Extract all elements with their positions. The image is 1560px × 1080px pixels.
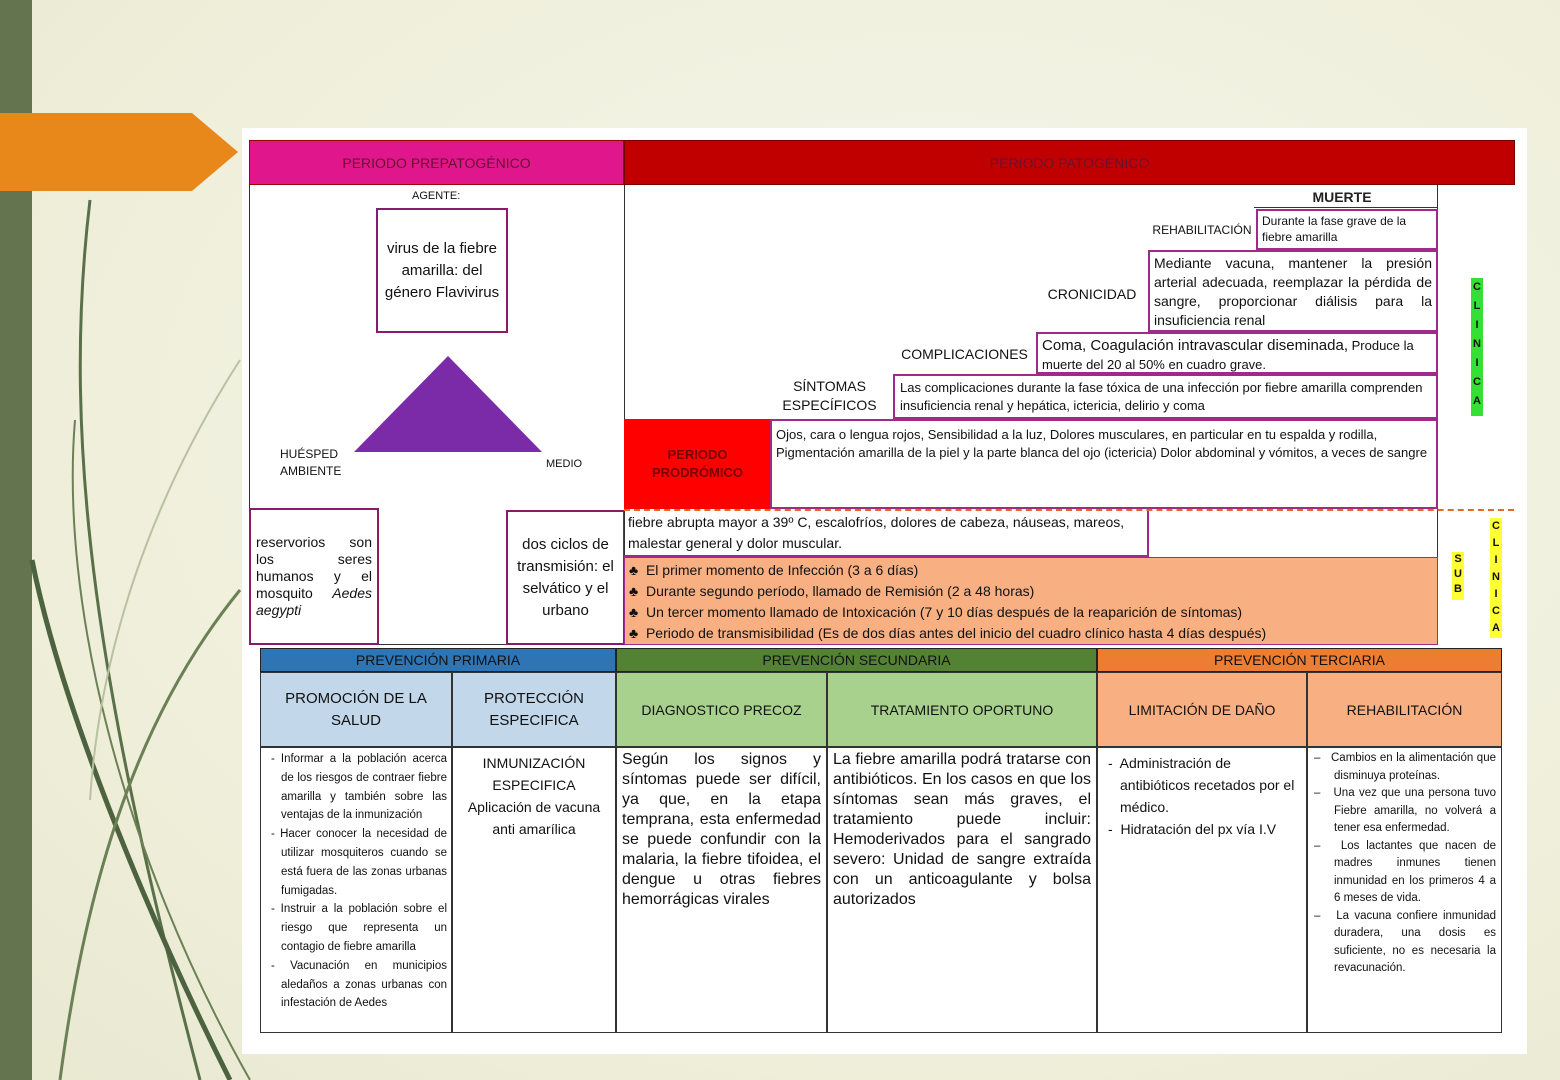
periodo-text: Periodo de transmisibilidad (Es de dos d… bbox=[646, 625, 1266, 641]
vertical-letter: I bbox=[1494, 586, 1497, 603]
prevencion-primaria-header: PREVENCIÓN PRIMARIA bbox=[260, 648, 616, 672]
vertical-letter: N bbox=[1473, 335, 1481, 354]
rehabilitacion-label: REHABILITACIÓN bbox=[1147, 218, 1257, 242]
agente-label: AGENTE: bbox=[412, 190, 472, 202]
vertical-letter: C bbox=[1492, 518, 1500, 535]
vertical-letter: C bbox=[1473, 373, 1481, 392]
diagnostico-header: DIAGNOSTICO PRECOZ bbox=[616, 672, 827, 747]
limitacion-item: - Administración de antibióticos recetad… bbox=[1104, 752, 1300, 818]
prevencion-terciaria-header: PREVENCIÓN TERCIARIA bbox=[1097, 648, 1502, 672]
periodo-item: ♣ Durante segundo período, llamado de Re… bbox=[629, 581, 1433, 602]
patogenico-header: PERIODO PATOGÉNICO bbox=[624, 140, 1515, 185]
huesped-label: HUÉSPED AMBIENTE bbox=[280, 446, 370, 480]
rehab-item: – Los lactantes que nacen de madres inmu… bbox=[1314, 838, 1496, 908]
vertical-letter: N bbox=[1492, 569, 1500, 586]
promocion-cell: - Informar a la población acerca de los … bbox=[260, 747, 452, 1033]
promocion-item: - Instruir a la población sobre el riesg… bbox=[267, 900, 447, 956]
rehabilitacion-cell: – Cambios en la alimentación que disminu… bbox=[1307, 747, 1502, 1033]
club-icon: ♣ bbox=[629, 583, 638, 599]
club-icon: ♣ bbox=[629, 604, 638, 620]
cronicidad-box: Mediante vacuna, mantener la presión art… bbox=[1148, 250, 1438, 332]
limitacion-cell: - Administración de antibióticos recetad… bbox=[1097, 747, 1307, 1033]
vertical-letter: I bbox=[1475, 354, 1478, 373]
medio-box: dos ciclos de transmisión: el selvático … bbox=[506, 510, 625, 645]
complicaciones-bold: Coma, Coagulación intravascular disemina… bbox=[1042, 337, 1348, 354]
proteccion-cell: INMUNIZACIÓN ESPECIFICA Aplicación de va… bbox=[452, 747, 616, 1033]
cronicidad-label: CRONICIDAD bbox=[1042, 282, 1142, 306]
tratamiento-cell: La fiebre amarilla podrá tratarse con an… bbox=[827, 747, 1097, 1033]
orange-arrow-accent bbox=[0, 113, 238, 191]
complicaciones-box: Coma, Coagulación intravascular disemina… bbox=[1036, 332, 1438, 374]
promocion-item: - Hacer conocer la necesidad de utilizar… bbox=[267, 825, 447, 900]
periodo-text: Durante segundo período, llamado de Remi… bbox=[646, 583, 1034, 599]
limitacion-list: - Administración de antibióticos recetad… bbox=[1104, 752, 1300, 840]
vertical-letter: A bbox=[1473, 392, 1481, 411]
periodo-text: Un tercer momento llamado de Intoxicació… bbox=[646, 604, 1242, 620]
huesped-box: reservorios son los seres humanos y el m… bbox=[249, 508, 379, 645]
diagnostico-cell: Según los signos y síntomas puede ser di… bbox=[616, 747, 827, 1033]
epidemiologic-triangle bbox=[354, 356, 542, 454]
vertical-letter: I bbox=[1475, 316, 1478, 335]
periodo-item: ♣ Periodo de transmisibilidad (Es de dos… bbox=[629, 623, 1433, 644]
muerte-label: MUERTE bbox=[1302, 186, 1382, 208]
vertical-letter: U bbox=[1454, 567, 1462, 582]
sintomas-box: Las complicaciones durante la fase tóxic… bbox=[893, 374, 1438, 419]
vertical-letter: I bbox=[1494, 552, 1497, 569]
periodo-text: El primer momento de Infección (3 a 6 dí… bbox=[646, 562, 918, 578]
vertical-letter: B bbox=[1454, 582, 1462, 597]
limitacion-item: - Hidratación del px vía I.V bbox=[1104, 818, 1300, 840]
vertical-letter: C bbox=[1492, 603, 1500, 620]
prepatogenico-header: PERIODO PREPATOGÉNICO bbox=[249, 140, 624, 185]
vertical-letter: L bbox=[1493, 535, 1500, 552]
proteccion-title: INMUNIZACIÓN ESPECIFICA bbox=[455, 752, 613, 796]
club-icon: ♣ bbox=[629, 625, 638, 641]
tratamiento-header: TRATAMIENTO OPORTUNO bbox=[827, 672, 1097, 747]
rehab-list: – Cambios en la alimentación que disminu… bbox=[1314, 750, 1496, 978]
vertical-letter: A bbox=[1492, 620, 1500, 637]
muerte-divider bbox=[1254, 207, 1438, 208]
agente-box: virus de la fiebre amarilla: del género … bbox=[376, 208, 508, 333]
vertical-letter: S bbox=[1454, 552, 1461, 567]
rehab-item: – La vacuna confiere inmunidad duradera,… bbox=[1314, 908, 1496, 978]
rehabilitacion-header: REHABILITACIÓN bbox=[1307, 672, 1502, 747]
periodos-list: ♣ El primer momento de Infección (3 a 6 … bbox=[629, 560, 1433, 644]
proteccion-text: Aplicación de vacuna anti amarílica bbox=[455, 796, 613, 840]
prodromico-label: PERIODO PRODRÓMICO bbox=[624, 419, 771, 509]
vertical-letter: L bbox=[1474, 297, 1481, 316]
periodos-band: ♣ El primer momento de Infección (3 a 6 … bbox=[624, 557, 1438, 645]
fiebre-box: fiebre abrupta mayor a 39º C, escalofrío… bbox=[624, 511, 1149, 557]
prodromico-box: Ojos, cara o lengua rojos, Sensibilidad … bbox=[770, 419, 1438, 509]
sintomas-label: SÍNTOMAS ESPECÍFICOS bbox=[782, 376, 877, 416]
natural-history-diagram: PERIODO PREPATOGÉNICO PERIODO PATOGÉNICO… bbox=[242, 128, 1527, 1054]
rehab-item: – Una vez que una persona tuvo Fiebre am… bbox=[1314, 785, 1496, 838]
promocion-item: - Vacunación en municipios aledaños a zo… bbox=[267, 957, 447, 1013]
limitacion-header: LIMITACIÓN DE DAÑO bbox=[1097, 672, 1307, 747]
periodo-item: ♣ El primer momento de Infección (3 a 6 … bbox=[629, 560, 1433, 581]
rehabilitacion-box: Durante la fase grave de la fiebre amari… bbox=[1256, 209, 1438, 250]
periodo-item: ♣ Un tercer momento llamado de Intoxicac… bbox=[629, 602, 1433, 623]
club-icon: ♣ bbox=[629, 562, 638, 578]
complicaciones-label: COMPLICACIONES bbox=[902, 342, 1027, 366]
prevencion-secundaria-header: PREVENCIÓN SECUNDARIA bbox=[616, 648, 1097, 672]
medio-label: MEDIO bbox=[546, 458, 596, 470]
vertical-letter: C bbox=[1473, 278, 1481, 297]
rehab-item: – Cambios en la alimentación que disminu… bbox=[1314, 750, 1496, 785]
promocion-item: - Informar a la población acerca de los … bbox=[267, 750, 447, 825]
promocion-list: - Informar a la población acerca de los … bbox=[267, 750, 447, 1013]
proteccion-header: PROTECCIÓN ESPECIFICA bbox=[452, 672, 616, 747]
promocion-header: PROMOCIÓN DE LA SALUD bbox=[260, 672, 452, 747]
